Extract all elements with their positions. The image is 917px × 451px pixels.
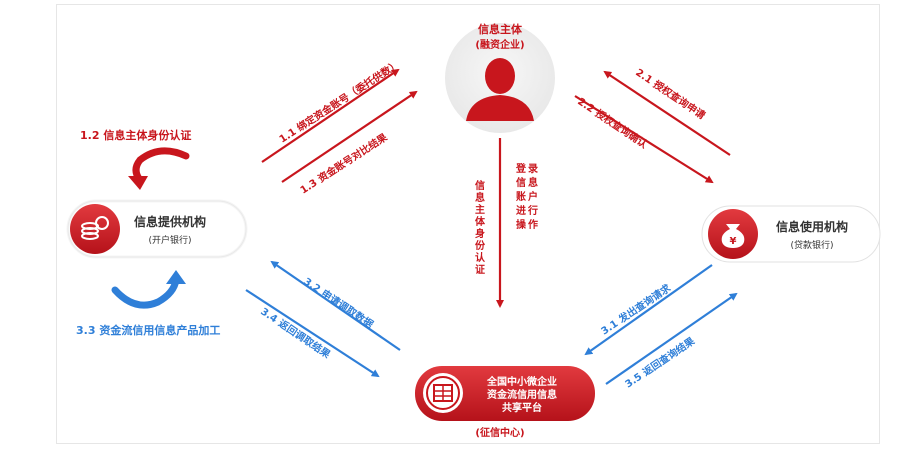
label-3-5: 3.5 返回查询结果 — [622, 334, 697, 391]
platform-node: 全国中小微企业 资金流信用信息 共享平台 (征信中心) — [415, 366, 595, 439]
coin-stack-icon — [70, 204, 120, 254]
svg-text:登: 登 — [515, 162, 527, 175]
user-node: ¥ 信息使用机构 (贷款银行) — [701, 205, 881, 263]
curved-arrow-3-3 — [111, 276, 180, 309]
vertical-label-right: 登 录 信 息 账 户 进 行 操 作 — [515, 162, 538, 231]
arrow-3-4 — [245, 289, 380, 378]
arrow-1-1 — [261, 68, 400, 163]
curved-arrow-3-3-head — [166, 270, 186, 284]
curved-arrow-1-2-head — [128, 176, 148, 190]
svg-text:户: 户 — [527, 190, 538, 203]
svg-text:¥: ¥ — [730, 236, 737, 247]
arrow-3-2 — [270, 260, 401, 351]
label-3-4: 3.4 返回调取结果 — [258, 305, 333, 362]
svg-text:账: 账 — [516, 190, 526, 203]
person-icon — [466, 58, 534, 121]
svg-text:主: 主 — [475, 203, 485, 216]
svg-text:息: 息 — [475, 191, 485, 204]
arrow-2-2 — [574, 95, 714, 184]
svg-text:操: 操 — [516, 218, 526, 231]
provider-node: 信息提供机构 (开户银行) — [66, 199, 248, 259]
label-2-2: 2.2 授权查询确认 — [575, 95, 650, 152]
seal-icon — [423, 373, 463, 413]
arrow-3-5 — [605, 292, 738, 385]
svg-text:信: 信 — [475, 179, 485, 192]
platform-subtitle: (征信中心) — [475, 426, 524, 439]
svg-text:体: 体 — [475, 215, 486, 228]
svg-text:信: 信 — [516, 176, 526, 189]
money-bag-icon: ¥ — [708, 209, 758, 259]
provider-subtitle: (开户银行) — [148, 234, 191, 246]
platform-line-2: 资金流信用信息 — [487, 388, 557, 401]
label-3-2: 3.2 申请调取数据 — [301, 275, 376, 331]
label-2-1: 2.1 授权查询申请 — [633, 66, 708, 122]
svg-text:身: 身 — [475, 227, 485, 240]
user-title: 信息使用机构 — [776, 219, 848, 234]
arrow-3-1 — [584, 264, 713, 356]
svg-text:作: 作 — [528, 218, 538, 231]
arrow-1-3 — [281, 90, 418, 183]
label-1-2: 1.2 信息主体身份认证 — [80, 128, 191, 142]
svg-text:份: 份 — [475, 239, 486, 252]
arrow-2-1 — [603, 70, 731, 156]
user-subtitle: (贷款银行) — [790, 239, 833, 251]
svg-text:进: 进 — [516, 204, 526, 217]
svg-text:行: 行 — [527, 204, 538, 217]
vertical-label-left: 信 息 主 体 身 份 认 证 — [475, 179, 486, 276]
svg-text:录: 录 — [528, 163, 538, 175]
curved-arrow-1-2 — [132, 147, 190, 184]
svg-text:息: 息 — [528, 176, 538, 189]
svg-text:认: 认 — [475, 251, 486, 264]
subject-subtitle: (融资企业) — [475, 38, 524, 51]
provider-title: 信息提供机构 — [134, 214, 206, 229]
label-3-3: 3.3 资金流信用信息产品加工 — [76, 323, 220, 337]
svg-text:证: 证 — [475, 264, 485, 276]
platform-line-1: 全国中小微企业 — [486, 375, 557, 388]
platform-line-3: 共享平台 — [502, 401, 542, 414]
subject-title: 信息主体 — [478, 22, 523, 36]
subject-node: 信息主体 (融资企业) — [445, 22, 555, 133]
label-3-1: 3.1 发出查询请求 — [598, 281, 673, 338]
